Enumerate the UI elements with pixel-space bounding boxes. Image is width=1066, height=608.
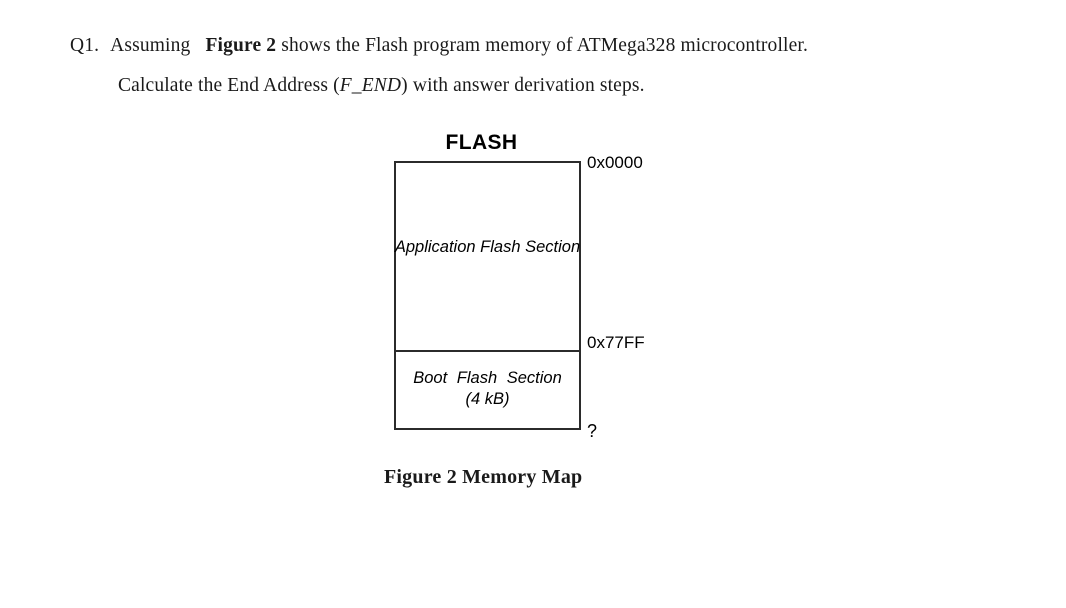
figure-caption: Figure 2 Memory Map bbox=[384, 466, 583, 488]
question-line-2: Calculate the End Address (F_END) with a… bbox=[70, 66, 960, 106]
question-number: Q1. bbox=[70, 35, 100, 56]
app-end-address-label: 0x77FF bbox=[587, 333, 645, 352]
question-text-part-3: Calculate the End Address ( bbox=[118, 75, 340, 96]
question-text-part-1: Assuming bbox=[110, 35, 191, 56]
application-flash-section-label: Application Flash Section bbox=[394, 237, 581, 258]
question-line-1: Q1. Assuming Figure 2 shows the Flash pr… bbox=[70, 26, 960, 66]
application-flash-section-line-1: Application Flash bbox=[394, 238, 521, 256]
figure-reference-bold: Figure 2 bbox=[205, 35, 277, 56]
f-end-variable: F_END bbox=[339, 75, 402, 96]
section-divider-line bbox=[394, 350, 581, 352]
boot-flash-section-line-2: (4 kB) bbox=[465, 390, 510, 408]
question-text-part-4: ) with answer derivation steps. bbox=[401, 75, 645, 96]
boot-flash-section-label: Boot Flash Section (4 kB) bbox=[394, 368, 581, 410]
start-address-label: 0x0000 bbox=[587, 153, 643, 172]
flash-title: FLASH bbox=[445, 131, 518, 154]
boot-flash-section-line-1: Boot Flash Section bbox=[413, 369, 562, 387]
question-block: Q1. Assuming Figure 2 shows the Flash pr… bbox=[70, 26, 960, 106]
flash-memory-box bbox=[394, 161, 581, 430]
unknown-end-address-label: ? bbox=[587, 421, 598, 441]
application-flash-section-line-2: Section bbox=[525, 238, 581, 256]
question-text-part-2: shows the Flash program memory of ATMega… bbox=[281, 35, 808, 56]
memory-map-diagram: FLASH Application Flash Section Boot Fla… bbox=[394, 131, 645, 441]
